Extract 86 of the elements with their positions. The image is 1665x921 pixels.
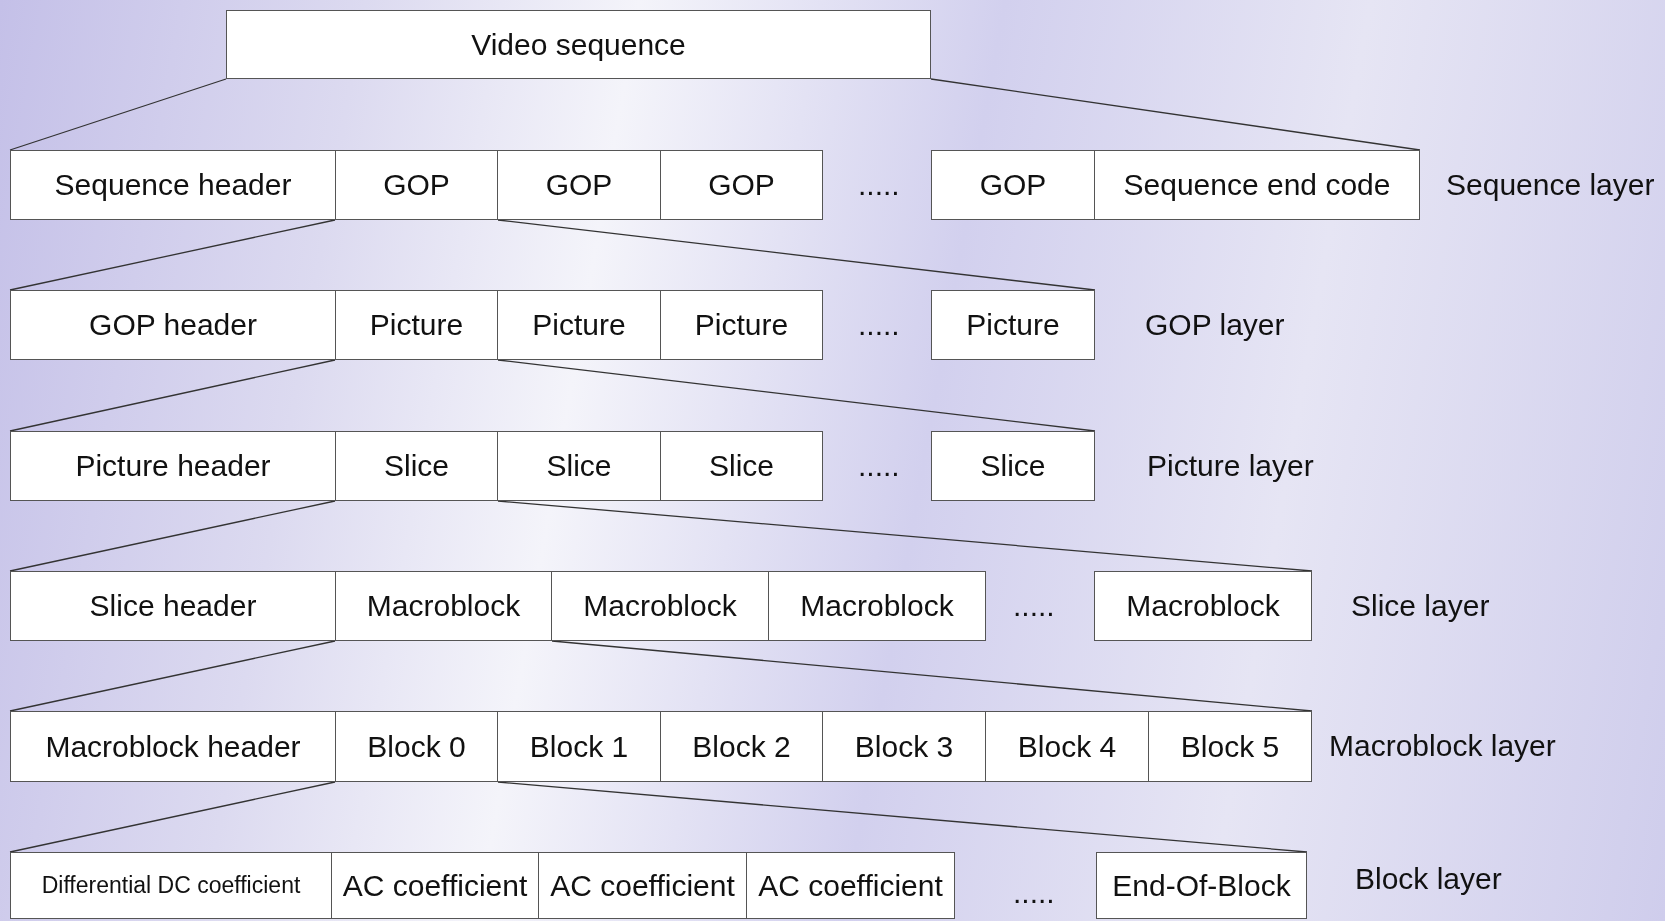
- field-name: Picture: [694, 308, 789, 342]
- ellipsis: .....: [858, 449, 900, 483]
- field-name: Picture header: [75, 449, 271, 483]
- field-name: End-Of-Block: [1112, 868, 1291, 903]
- field-name: Picture: [532, 308, 626, 342]
- field-name: AC coefficient: [342, 868, 528, 903]
- field-box: [331, 852, 539, 919]
- field-box: [931, 150, 1095, 220]
- field-name: Picture: [966, 308, 1060, 342]
- field-name: Picture: [369, 308, 464, 342]
- field-name: Block 2: [692, 729, 791, 764]
- field-box: [497, 290, 661, 360]
- field-box: [551, 571, 769, 641]
- field-name: GOP: [708, 168, 775, 202]
- layer-label: Block layer: [1355, 862, 1502, 896]
- field-name: Block 0: [367, 729, 466, 764]
- field-box: [746, 852, 955, 919]
- layer-label: GOP layer: [1145, 308, 1285, 342]
- connector-line: [9, 219, 336, 291]
- field-box: [1148, 711, 1312, 782]
- ellipsis: .....: [858, 168, 900, 202]
- field-name: Slice header: [89, 589, 257, 623]
- field-box: [335, 150, 498, 220]
- connector-line: [930, 78, 1421, 151]
- field-name: Slice: [384, 449, 449, 483]
- field-box: [10, 571, 336, 641]
- field-name: Macroblock: [583, 589, 737, 623]
- field-box: [1096, 852, 1307, 919]
- field-name: Video sequence: [471, 27, 686, 62]
- layer-label: Picture layer: [1147, 449, 1314, 483]
- field-name: AC coefficient: [550, 868, 735, 903]
- field-box: [10, 711, 336, 782]
- field-name: GOP: [383, 168, 450, 202]
- field-box: [335, 711, 498, 782]
- connector-line: [9, 500, 336, 572]
- field-box: [1094, 571, 1312, 641]
- ellipsis: .....: [1013, 589, 1055, 623]
- field-name: Differential DC coefficient: [41, 872, 301, 899]
- field-name: Block 5: [1180, 729, 1280, 764]
- field-box: [660, 150, 823, 220]
- field-box: [660, 711, 823, 782]
- field-name: GOP: [545, 168, 613, 202]
- field-box: [538, 852, 747, 919]
- field-name: Macroblock: [800, 589, 954, 623]
- field-name: Slice: [546, 449, 612, 483]
- field-name: GOP: [979, 168, 1047, 202]
- field-box: [10, 290, 336, 360]
- field-name: Block 4: [1017, 729, 1117, 764]
- field-box: [10, 852, 332, 919]
- field-name: Macroblock header: [45, 729, 301, 764]
- field-box: [10, 150, 336, 220]
- field-box: [497, 431, 661, 501]
- field-box: [226, 10, 931, 79]
- field-box: [931, 431, 1095, 501]
- field-box: [985, 711, 1149, 782]
- field-box: [497, 711, 661, 782]
- field-name: Macroblock: [366, 589, 521, 623]
- field-box: [1094, 150, 1420, 220]
- field-name: Sequence end code: [1123, 168, 1391, 202]
- field-box: [497, 150, 661, 220]
- ellipsis: .....: [858, 308, 900, 342]
- field-box: [660, 431, 823, 501]
- layer-label: Slice layer: [1351, 589, 1490, 623]
- field-box: [10, 431, 336, 501]
- field-box: [822, 711, 986, 782]
- field-box: [335, 290, 498, 360]
- connector-line: [9, 781, 336, 853]
- field-name: Slice: [980, 449, 1046, 483]
- field-box: [931, 290, 1095, 360]
- field-box: [335, 431, 498, 501]
- connector-line: [9, 640, 336, 712]
- field-name: Slice: [709, 449, 774, 483]
- field-name: Sequence header: [54, 168, 292, 202]
- field-name: AC coefficient: [758, 868, 943, 903]
- ellipsis: .....: [1013, 876, 1055, 910]
- field-box: [335, 571, 552, 641]
- layer-label: Sequence layer: [1446, 168, 1655, 202]
- field-name: Block 1: [529, 729, 629, 764]
- field-name: Macroblock: [1126, 589, 1280, 623]
- connector-line: [9, 78, 227, 151]
- layer-label: Macroblock layer: [1329, 729, 1556, 763]
- field-box: [768, 571, 986, 641]
- field-name: GOP header: [89, 308, 257, 342]
- field-box: [660, 290, 823, 360]
- field-name: Block 3: [854, 729, 954, 764]
- connector-line: [9, 359, 336, 432]
